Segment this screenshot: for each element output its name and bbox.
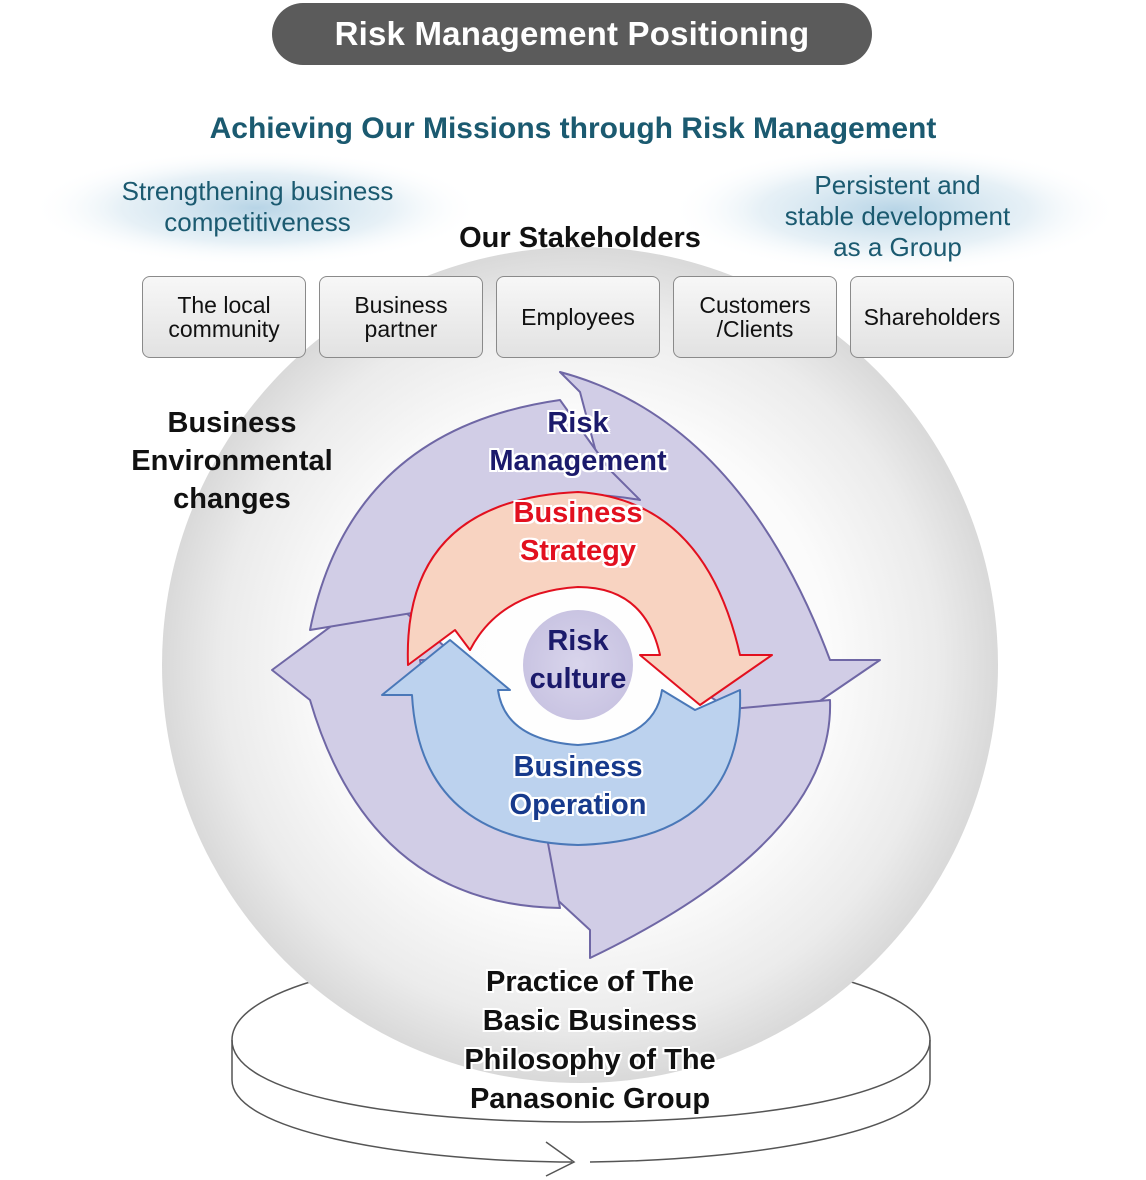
philosophy-line-1: Practice of The xyxy=(486,966,694,998)
stakeholder-label-line-1: The local xyxy=(177,292,271,318)
goal-right-line-3: as a Group xyxy=(833,232,962,262)
environment-line-2: Environmental xyxy=(131,445,333,477)
base-ring-front xyxy=(231,1040,931,1163)
strategy-line-1: Business xyxy=(513,497,643,529)
business-strategy-label: Business Strategy xyxy=(460,494,696,570)
stakeholder-shareholders: Shareholders xyxy=(850,276,1014,358)
base-ring-inner xyxy=(231,1039,931,1123)
goal-left-line-2: competitiveness xyxy=(164,207,351,237)
goal-right-line-1: Persistent and xyxy=(814,170,981,200)
stakeholder-employees: Employees xyxy=(496,276,660,358)
stakeholder-customers-clients: Customers /Clients xyxy=(673,276,837,358)
stakeholder-label-line-1: Shareholders xyxy=(863,304,1001,330)
business-operation-label: Business Operation xyxy=(460,748,696,824)
strategy-arc xyxy=(406,491,773,706)
mission-heading: Achieving Our Missions through Risk Mana… xyxy=(209,112,937,145)
risk-management-label: Risk Management xyxy=(440,404,716,480)
risk-culture-core xyxy=(523,610,633,720)
base-ring-arrowhead xyxy=(545,1141,576,1177)
philosophy-line-3: Philosophy of The xyxy=(464,1044,716,1076)
risk-culture-line-1: Risk xyxy=(547,625,609,657)
stakeholder-label-line-2: partner xyxy=(364,316,438,342)
philosophy-line-4: Panasonic Group xyxy=(469,1083,711,1115)
right-goal-glow xyxy=(670,146,1120,274)
environment-label: Business Environmental changes xyxy=(92,404,372,518)
risk-management-cycle xyxy=(271,371,881,959)
philosophy-line-2: Basic Business xyxy=(482,1005,698,1037)
strategy-line-2: Strategy xyxy=(519,535,637,567)
risk-culture-label: Risk culture xyxy=(498,622,658,698)
page-title: Risk Management Positioning xyxy=(272,3,872,65)
goal-right-line-2: stable development xyxy=(784,201,1011,231)
stakeholder-label-line-1: Employees xyxy=(521,304,635,330)
stakeholder-label-line-2: community xyxy=(168,316,280,342)
operation-line-1: Business xyxy=(513,751,643,783)
stakeholder-label-line-1: Business xyxy=(354,292,448,318)
stakeholder-business-partner: Business partner xyxy=(319,276,483,358)
philosophy-label: Practice of The Basic Business Philosoph… xyxy=(400,963,780,1119)
stakeholder-label-line-2: /Clients xyxy=(716,316,794,342)
goal-left-line-1: Strengthening business xyxy=(121,176,394,206)
stakeholders-heading: Our Stakeholders xyxy=(459,222,701,254)
goal-right: Persistent and stable development as a G… xyxy=(740,170,1055,263)
environment-line-1: Business xyxy=(167,407,297,439)
risk-management-line-2: Management xyxy=(489,445,667,477)
operation-arc xyxy=(381,639,742,846)
risk-management-line-1: Risk xyxy=(547,407,609,439)
goal-left: Strengthening business competitiveness xyxy=(70,176,445,238)
environment-line-3: changes xyxy=(173,483,291,515)
left-goal-glow xyxy=(31,150,481,266)
operation-line-2: Operation xyxy=(509,789,647,821)
risk-culture-line-2: culture xyxy=(529,663,627,695)
stakeholder-label-line-1: Customers xyxy=(699,292,811,318)
stakeholder-local-community: The local community xyxy=(142,276,306,358)
